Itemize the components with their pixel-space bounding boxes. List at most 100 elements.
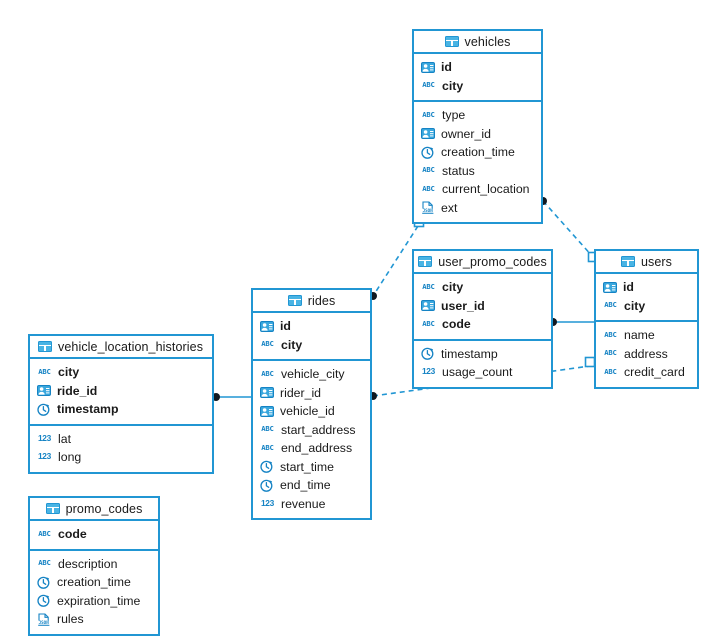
- table-node-promo-codes[interactable]: promo_codes ABC code ABC description: [28, 496, 160, 636]
- table-title: rides: [307, 293, 336, 308]
- table-title: promo_codes: [65, 501, 143, 516]
- relationship-vehicle-location-histories-rides[interactable]: [212, 393, 252, 401]
- abc-type-icon: ABC: [422, 109, 435, 119]
- abc-type-icon: ABC: [422, 183, 435, 193]
- field-row[interactable]: ABC credit_card: [596, 363, 697, 382]
- field-row[interactable]: timestamp: [30, 400, 212, 419]
- field-row[interactable]: expiration_time: [30, 592, 158, 611]
- field-row[interactable]: end_time: [253, 476, 370, 495]
- field-row[interactable]: ABC city: [596, 297, 697, 316]
- abc-type-icon: ABC: [604, 348, 617, 358]
- field-name: id: [441, 60, 452, 75]
- table-node-user-promo-codes[interactable]: user_promo_codes ABC city u: [412, 249, 553, 389]
- id-card-icon: [603, 281, 617, 293]
- table-node-vehicles[interactable]: vehicles id ABC city: [412, 29, 543, 224]
- field-name: creation_time: [57, 575, 131, 590]
- table-fields-section-vehicle-location-histories: 123 lat 123 long: [30, 426, 212, 472]
- field-row[interactable]: 123 lat: [30, 430, 212, 449]
- field-row[interactable]: ABC code: [414, 315, 551, 334]
- table-grid-icon: [38, 341, 52, 352]
- clock-icon: [37, 594, 51, 608]
- field-row[interactable]: ABC city: [253, 336, 370, 355]
- field-row[interactable]: creation_time: [30, 573, 158, 592]
- field-row[interactable]: user_id: [414, 297, 551, 316]
- field-name: creation_time: [441, 145, 515, 160]
- field-row[interactable]: 123 long: [30, 448, 212, 467]
- table-fields-section-users: ABC name ABC address ABC credit_card: [596, 322, 697, 387]
- field-row[interactable]: ABC start_address: [253, 421, 370, 440]
- table-header-promo-codes[interactable]: promo_codes: [30, 498, 158, 521]
- field-row[interactable]: ABC address: [596, 345, 697, 364]
- field-row[interactable]: ABC vehicle_city: [253, 365, 370, 384]
- field-row[interactable]: 123 usage_count: [414, 363, 551, 382]
- table-node-vehicle-location-histories[interactable]: vehicle_location_histories ABC city: [28, 334, 214, 474]
- field-name: expiration_time: [57, 593, 141, 608]
- field-row[interactable]: id: [596, 278, 697, 297]
- field-row[interactable]: start_time: [253, 458, 370, 477]
- field-row[interactable]: ABC city: [414, 278, 551, 297]
- table-header-rides[interactable]: rides: [253, 290, 370, 313]
- id-card-icon: [260, 387, 274, 399]
- field-row[interactable]: creation_time: [414, 143, 541, 162]
- field-name: code: [58, 527, 87, 542]
- abc-type-icon: ABC: [261, 339, 274, 349]
- field-name: ride_id: [57, 383, 98, 398]
- table-header-vehicles[interactable]: vehicles: [414, 31, 541, 54]
- field-row[interactable]: ABC end_address: [253, 439, 370, 458]
- field-name: vehicle_id: [280, 404, 335, 419]
- field-name: city: [442, 280, 464, 295]
- field-row[interactable]: ABC status: [414, 162, 541, 181]
- field-row[interactable]: 123 revenue: [253, 495, 370, 514]
- field-row[interactable]: id: [253, 317, 370, 336]
- table-header-vehicle-location-histories[interactable]: vehicle_location_histories: [30, 336, 212, 359]
- abc-type-icon: ABC: [38, 528, 51, 538]
- field-name: revenue: [281, 496, 326, 511]
- table-grid-icon: [418, 256, 433, 267]
- field-name: type: [442, 108, 466, 123]
- 123-type-icon: 123: [260, 497, 275, 508]
- table-node-users[interactable]: users id ABC city: [594, 249, 699, 389]
- field-row[interactable]: ABC city: [30, 363, 212, 382]
- field-name: city: [281, 337, 303, 352]
- field-name: name: [624, 328, 655, 343]
- table-fields-section-vehicles: ABC type owner_id: [414, 102, 541, 222]
- field-row[interactable]: ABC description: [30, 555, 158, 574]
- table-header-users[interactable]: users: [596, 251, 697, 274]
- table-keys-section-users: id ABC city: [596, 274, 697, 322]
- 123-type-icon: 123: [37, 432, 52, 443]
- table-title: user_promo_codes: [438, 254, 547, 269]
- field-row[interactable]: ride_id: [30, 382, 212, 401]
- field-name: city: [624, 298, 646, 313]
- clock-icon: [421, 146, 435, 159]
- table-fields-section-promo-codes: ABC description creation_time: [30, 551, 158, 634]
- field-name: rules: [57, 612, 84, 627]
- abc-type-icon: ABC: [261, 368, 274, 378]
- abc-type-icon: ABC: [604, 329, 617, 339]
- field-row[interactable]: rider_id: [253, 384, 370, 403]
- table-keys-section-rides: id ABC city: [253, 313, 370, 361]
- field-name: id: [623, 280, 634, 295]
- field-name: timestamp: [441, 346, 498, 361]
- field-row[interactable]: ABC city: [414, 77, 541, 96]
- field-name: description: [58, 556, 118, 571]
- table-grid-icon: [444, 36, 459, 47]
- relationship-user-promo-codes-users[interactable]: [549, 318, 596, 326]
- field-row[interactable]: vehicle_id: [253, 402, 370, 421]
- field-name: city: [58, 365, 80, 380]
- field-row[interactable]: ABC name: [596, 326, 697, 345]
- table-grid-icon: [45, 503, 60, 514]
- clock-icon: [260, 479, 274, 492]
- table-node-rides[interactable]: rides id ABC city: [251, 288, 372, 520]
- field-row[interactable]: JSON ext: [414, 199, 541, 218]
- field-name: end_address: [281, 441, 353, 456]
- id-card-icon: [421, 61, 435, 73]
- field-row[interactable]: JSON rules: [30, 610, 158, 629]
- clock-icon: [37, 576, 51, 589]
- field-row[interactable]: ABC current_location: [414, 180, 541, 199]
- field-row[interactable]: ABC code: [30, 525, 158, 544]
- field-row[interactable]: id: [414, 58, 541, 77]
- field-row[interactable]: ABC type: [414, 106, 541, 125]
- table-header-user-promo-codes[interactable]: user_promo_codes: [414, 251, 551, 274]
- field-row[interactable]: owner_id: [414, 125, 541, 144]
- field-row[interactable]: timestamp: [414, 345, 551, 364]
